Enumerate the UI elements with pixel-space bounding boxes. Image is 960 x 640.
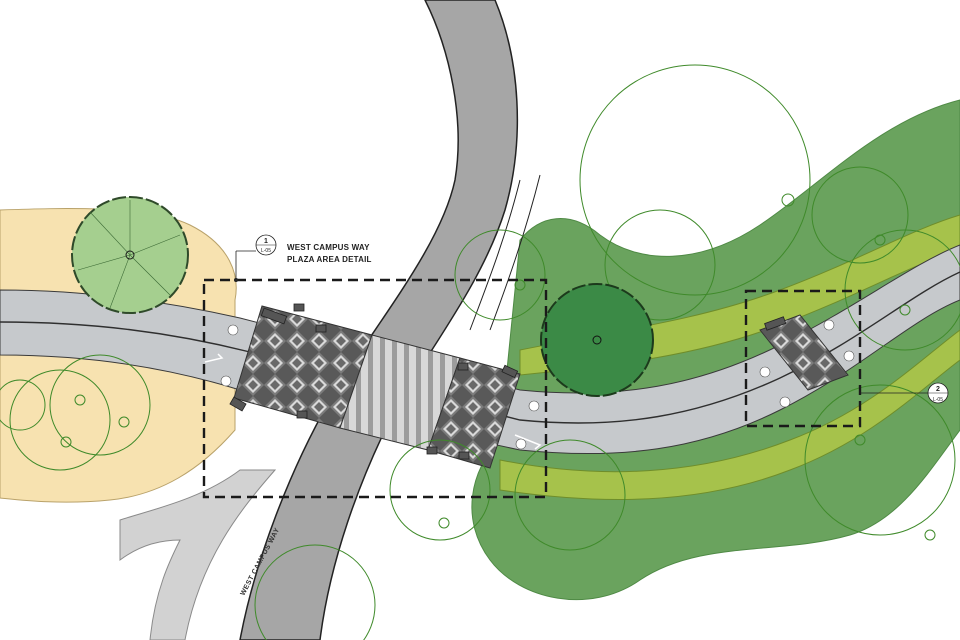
crossing-callout-sheet: L-05 bbox=[933, 397, 943, 403]
plaza-callout-number: 1 bbox=[264, 238, 268, 245]
plaza-callout-sheet: L-05 bbox=[261, 248, 271, 254]
plaza-paving-right bbox=[427, 357, 521, 469]
plaza-detail-box bbox=[202, 278, 548, 499]
site-furnishings bbox=[229, 303, 787, 460]
plaza-callout: 1 L-05 WEST CAMPUS WAY PLAZA AREA DETAIL bbox=[234, 234, 372, 282]
west-campus-way-road bbox=[239, 0, 519, 640]
plaza-callout-title-2: PLAZA AREA DETAIL bbox=[287, 255, 372, 264]
crossing-callout: 2 L-05 bbox=[860, 382, 949, 404]
feature-tree-left bbox=[71, 196, 189, 314]
crossing-detail-box bbox=[744, 289, 862, 428]
plaza-callout-title-1: WEST CAMPUS WAY bbox=[287, 243, 370, 252]
tree-trunks bbox=[60, 193, 936, 541]
path-markings bbox=[204, 319, 855, 450]
path-centerline bbox=[0, 271, 960, 424]
crossing-callout-number: 2 bbox=[936, 386, 940, 393]
road-edge-line-right bbox=[469, 179, 521, 331]
crossing-paving bbox=[759, 314, 849, 391]
road-edge-line-right-2 bbox=[489, 174, 541, 331]
sidewalk-lower-left bbox=[119, 469, 277, 640]
feature-tree-right bbox=[540, 283, 654, 397]
